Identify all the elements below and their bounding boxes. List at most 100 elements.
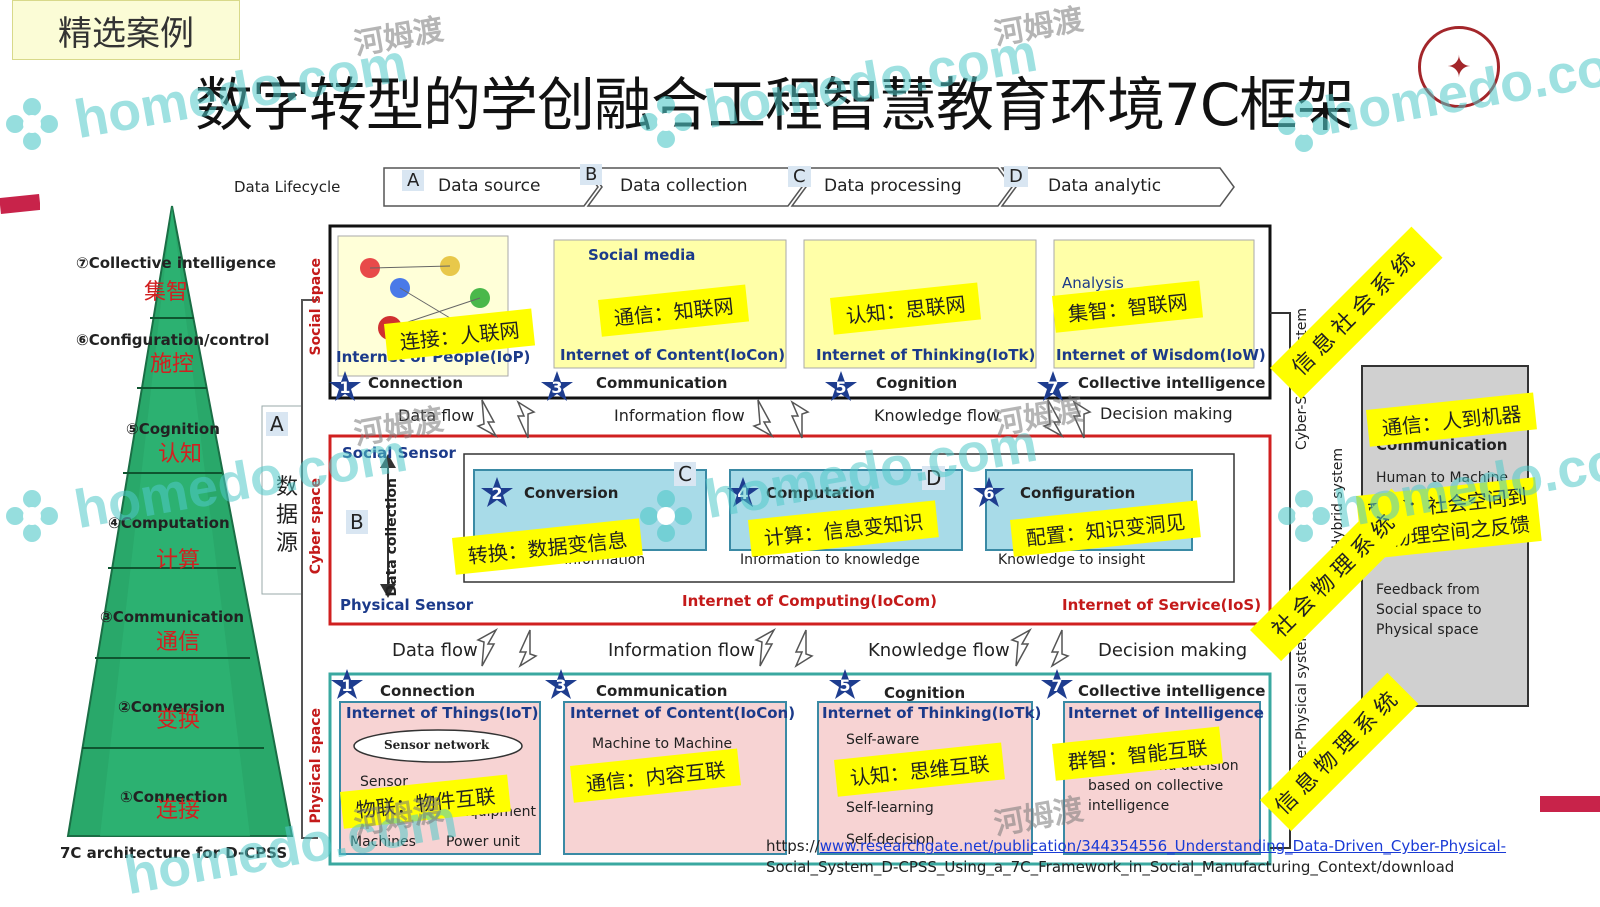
pyramid-caption: 7C architecture for D-CPSS bbox=[60, 844, 288, 862]
physical-item-self-decision: Self-decision bbox=[846, 832, 935, 848]
social-box-3-title: Communication bbox=[596, 374, 728, 392]
social-box-5-caption: Internet of Thinking(IoTk) bbox=[816, 346, 1036, 364]
physical-item-power-unit: Power unit bbox=[446, 834, 520, 850]
pyramid-level-7-label: ⑦Collective intelligence bbox=[76, 254, 277, 272]
decorative-bar-left bbox=[0, 193, 41, 215]
star-badge-p5: 5 bbox=[828, 668, 862, 702]
cyber-box-4-title: Computation bbox=[766, 484, 875, 502]
watermark-flower-icon bbox=[1278, 490, 1330, 542]
lifecycle-step-letter-b: B bbox=[580, 164, 603, 185]
lifecycle-step-data-analytic: Data analytic bbox=[1048, 176, 1162, 196]
star-badge-3: 3 bbox=[540, 370, 574, 404]
social-flow-decision: Decision making bbox=[1100, 404, 1233, 423]
pyramid-level-6-label: ⑥Configuration/control bbox=[76, 331, 270, 349]
lifecycle-step-letter-d: D bbox=[1004, 166, 1028, 187]
social-box-1-caption: Internet of People(IoP) bbox=[336, 348, 531, 366]
cyber-box-4-caption: Information to knowledge bbox=[740, 552, 920, 568]
cyber-letter-c: C bbox=[674, 462, 696, 486]
university-seal-icon: ✦ bbox=[1418, 26, 1500, 108]
watermark-flower-icon bbox=[6, 490, 58, 542]
data-collection-label: Data collection bbox=[384, 478, 400, 597]
physical-box-3-title: Communication bbox=[596, 682, 728, 700]
physical-box-5-caption: Internet of Thinking(IoTk) bbox=[822, 704, 1042, 722]
physical-item-m2m: Machine to Machine bbox=[592, 736, 733, 752]
lifecycle-step-data-processing: Data processing bbox=[824, 176, 962, 196]
lifecycle-step-letter-a: A bbox=[402, 170, 425, 191]
physical-box-7-caption: Internet of Intelligence bbox=[1068, 704, 1264, 722]
star-badge-4: 4 bbox=[726, 476, 760, 510]
social-box-7-head: Analysis bbox=[1062, 274, 1124, 292]
physical-flow-information: Information flow bbox=[608, 640, 755, 661]
source-url: https://www.researchgate.net/publication… bbox=[766, 836, 1506, 878]
physical-box-3-caption: Internet of Content(IoCon) bbox=[570, 704, 796, 722]
lifecycle-step-data-collection: Data collection bbox=[620, 176, 748, 196]
pyramid-level-3-label: ③Communication bbox=[100, 608, 245, 626]
watermark-flower-icon bbox=[640, 490, 692, 542]
watermark-cn-1: 河姆渡 bbox=[351, 12, 447, 63]
physical-space-label: Physical space bbox=[308, 708, 324, 824]
physical-box-1-title: Connection bbox=[380, 682, 476, 700]
pyramid-side-letter-a: A bbox=[266, 412, 288, 436]
lifecycle-step-letter-c: C bbox=[788, 166, 811, 187]
star-badge-p7: 7 bbox=[1040, 668, 1074, 702]
social-flow-knowledge: Knowledge flow bbox=[874, 406, 1000, 425]
physical-flow-decision: Decision making bbox=[1098, 640, 1248, 661]
social-box-3-caption: Internet of Content(IoCon) bbox=[560, 346, 786, 364]
right-panel-feedback-3: Physical space bbox=[1376, 622, 1479, 638]
cyber-letter-d: D bbox=[922, 466, 946, 490]
social-sensor-label: Social Sensor bbox=[342, 444, 456, 462]
pyramid-level-3-cn: 通信 bbox=[156, 630, 201, 655]
right-panel-feedback-1: Feedback from bbox=[1376, 582, 1480, 598]
cyber-box-6-title: Configuration bbox=[1020, 484, 1136, 502]
pyramid-level-2-label: ②Conversion bbox=[118, 698, 226, 716]
star-badge-6: 6 bbox=[972, 476, 1006, 510]
pyramid-side-cn: 数据源 bbox=[276, 475, 299, 556]
physical-box-7-title: Collective intelligence bbox=[1078, 682, 1266, 700]
sensor-network-cloud-label: Sensor network bbox=[384, 738, 490, 752]
watermark-cn-2: 河姆渡 bbox=[991, 2, 1087, 53]
social-box-1-title: Connection bbox=[368, 374, 464, 392]
source-url-line2: Social_System_D-CPSS_Using_a_7C_Framewor… bbox=[766, 858, 1455, 876]
right-panel-subtitle: Human to Machine bbox=[1376, 470, 1509, 486]
watermark-flower-icon bbox=[640, 96, 692, 148]
cyber-box-6-caption: Knowledge to insight bbox=[998, 552, 1146, 568]
social-flow-information: Information flow bbox=[614, 406, 745, 425]
pyramid-level-7-cn: 集智 bbox=[144, 280, 189, 305]
pyramid-level-5-label: ⑤Cognition bbox=[126, 420, 220, 438]
physical-item-self-learning: Self-learning bbox=[846, 800, 934, 816]
physical-item-collective: based on collective bbox=[1088, 778, 1224, 794]
physical-flow-data: Data flow bbox=[392, 640, 478, 661]
source-url-link[interactable]: www.researchgate.net/publication/3443545… bbox=[819, 837, 1507, 855]
watermark-flower-icon bbox=[6, 98, 58, 150]
pyramid-level-2-cn: 变换 bbox=[156, 708, 201, 733]
internet-of-service-label: Internet of Service(IoS) bbox=[1062, 596, 1262, 614]
pyramid-level-1-cn: 连接 bbox=[156, 798, 201, 823]
pyramid-level-1-label: ①Connection bbox=[120, 788, 228, 806]
watermark-flower-icon bbox=[1278, 100, 1330, 152]
decorative-bar-right bbox=[1540, 796, 1600, 812]
lifecycle-label: Data Lifecycle bbox=[234, 178, 341, 196]
lifecycle-step-data-source: Data source bbox=[438, 176, 541, 196]
cyber-box-2-title: Conversion bbox=[524, 484, 619, 502]
physical-box-1-caption: Internet of Things(IoT) bbox=[346, 704, 539, 722]
star-badge-p1: 1 bbox=[330, 668, 364, 702]
pyramid-level-4-label: ④Computation bbox=[108, 514, 230, 532]
pyramid-level-5-cn: 认知 bbox=[158, 442, 203, 467]
star-badge-2: 2 bbox=[480, 476, 514, 510]
star-badge-p3: 3 bbox=[544, 668, 578, 702]
social-flow-data: Data flow bbox=[398, 406, 475, 425]
source-url-prefix: https:// bbox=[766, 837, 820, 855]
pyramid-level-6-cn: 施控 bbox=[150, 352, 195, 377]
physical-box-5-title: Cognition bbox=[884, 684, 966, 702]
physical-item-intelligence: intelligence bbox=[1088, 798, 1170, 814]
physical-flow-knowledge: Knowledge flow bbox=[868, 640, 1010, 661]
star-badge-7: 7 bbox=[1036, 370, 1070, 404]
social-box-3-head: Social media bbox=[588, 246, 696, 264]
social-box-5-title: Cognition bbox=[876, 374, 958, 392]
star-badge-1: 1 bbox=[328, 370, 362, 404]
right-panel-feedback-2: Social space to bbox=[1376, 602, 1482, 618]
star-badge-5: 5 bbox=[824, 370, 858, 404]
physical-item-machines: Machines bbox=[350, 834, 416, 850]
page-title: 数字转型的学创融合工程智慧教育环境7C框架 bbox=[195, 71, 1354, 139]
social-box-7-caption: Internet of Wisdom(IoW) bbox=[1056, 346, 1266, 364]
